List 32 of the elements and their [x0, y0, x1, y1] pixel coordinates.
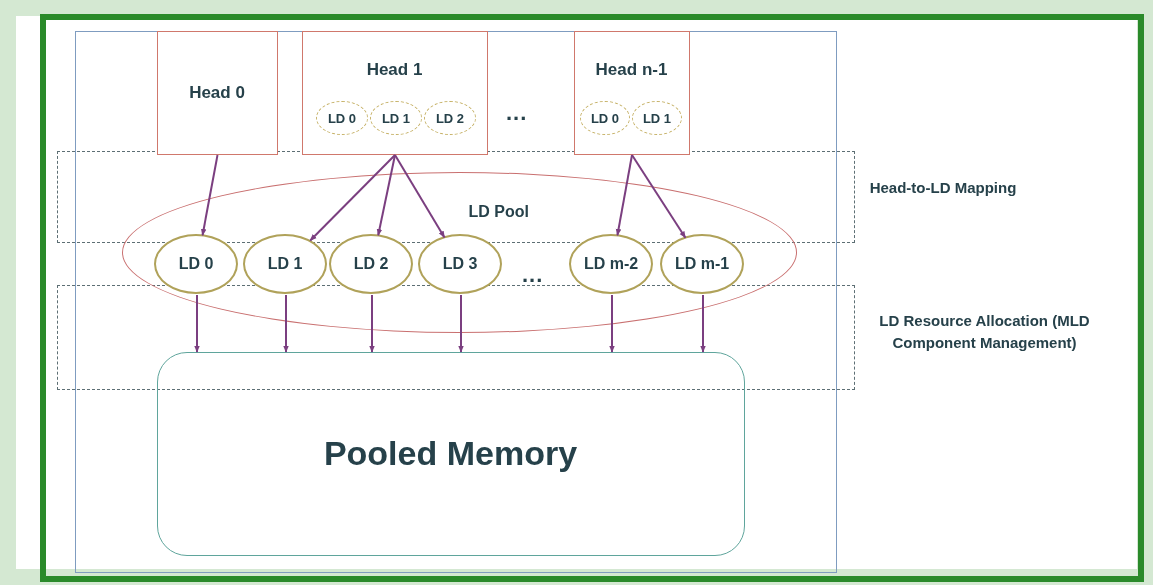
arrow — [309, 154, 396, 242]
ellipsis-label: ... — [506, 100, 528, 126]
ld-ellipse: LD 3 — [418, 234, 502, 294]
head-label: Head 1 — [366, 59, 423, 80]
head-label: Head 0 — [189, 82, 245, 103]
head-label: Head n-1 — [595, 59, 668, 80]
head-box — [301, 30, 488, 155]
region-label: LD Resource Allocation (MLD Component Management) — [878, 311, 1091, 353]
arrow — [609, 294, 615, 353]
ld-ellipse: LD 1 — [243, 234, 327, 294]
arrow — [700, 294, 706, 353]
arrow — [615, 154, 633, 237]
ld-ellipse: LD m-1 — [660, 234, 744, 294]
ld-ellipse: LD 2 — [329, 234, 413, 294]
arrow — [369, 294, 375, 353]
arrow — [194, 294, 200, 353]
system-frame — [75, 31, 837, 573]
ld-ellipse: LD 0 — [154, 234, 238, 294]
region-label: Head-to-LD Mapping — [868, 178, 1018, 198]
arrow — [376, 154, 396, 237]
head-box — [156, 30, 278, 155]
memory-box: Pooled Memory — [156, 351, 745, 556]
arrow — [631, 154, 687, 239]
pool-label: LD Pool — [468, 202, 529, 221]
arrow — [394, 154, 446, 239]
arrow — [200, 154, 219, 237]
arrow — [458, 294, 464, 353]
pool-ellipse — [121, 171, 797, 333]
ellipsis-label: ... — [522, 262, 544, 288]
head-box — [573, 30, 690, 155]
arrow — [283, 294, 289, 353]
ld-ellipse: LD m-2 — [569, 234, 653, 294]
